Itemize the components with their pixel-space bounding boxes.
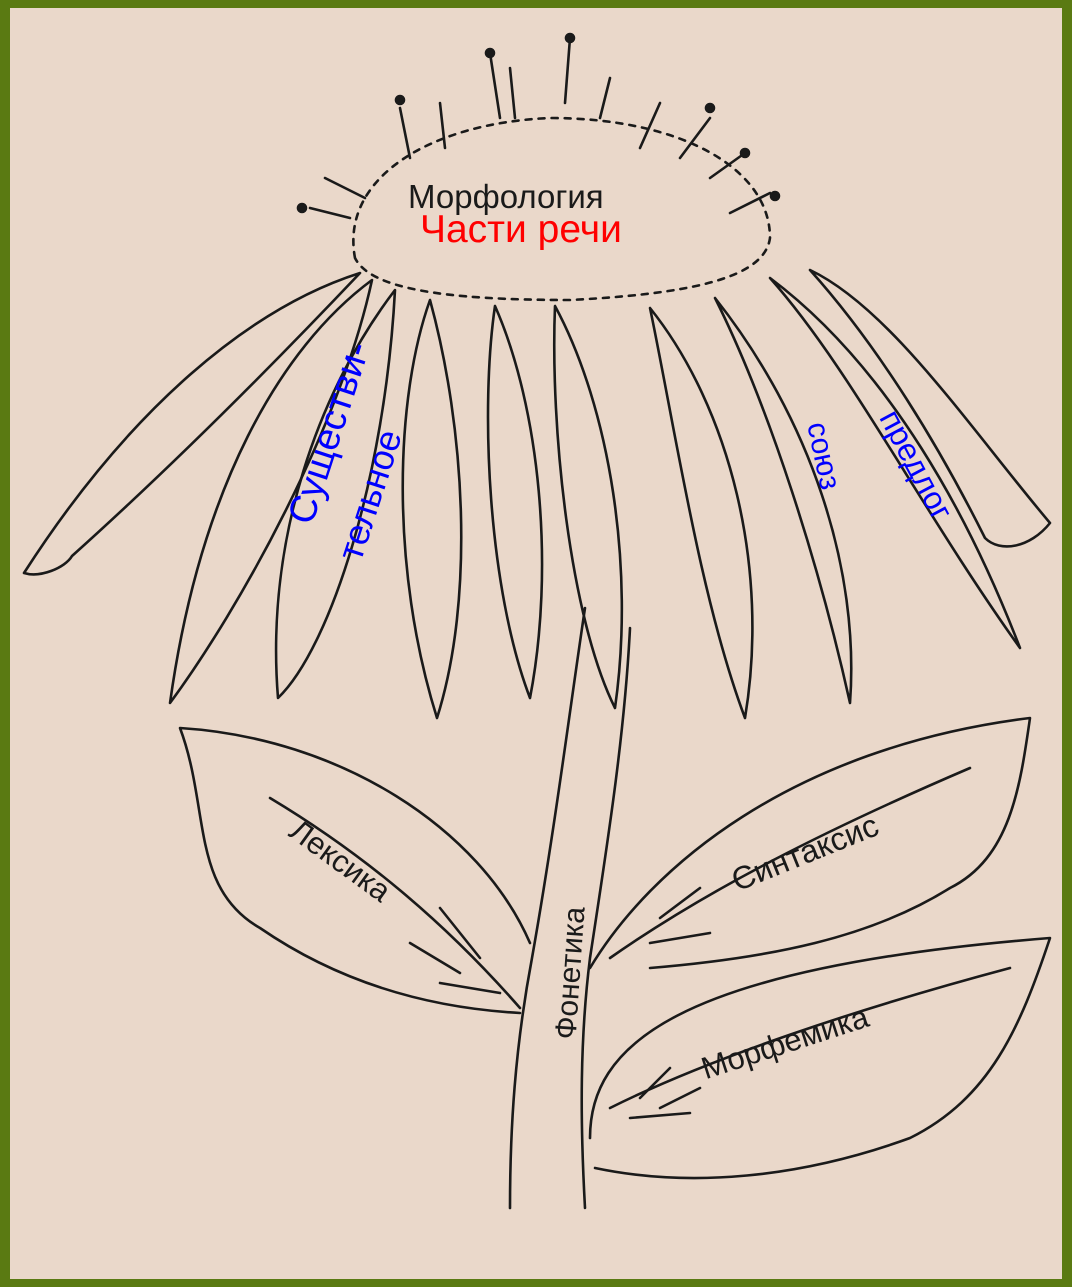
parts-of-speech-label: Части речи	[420, 208, 622, 252]
diagram-frame: Морфология Части речи Существи- тельное …	[10, 8, 1062, 1279]
petal-mid-1	[488, 306, 542, 698]
petal-mid-2	[554, 306, 622, 708]
leaf-right-lower	[590, 938, 1050, 1178]
petal-left-4	[403, 300, 461, 718]
petal-right-4	[650, 308, 752, 718]
